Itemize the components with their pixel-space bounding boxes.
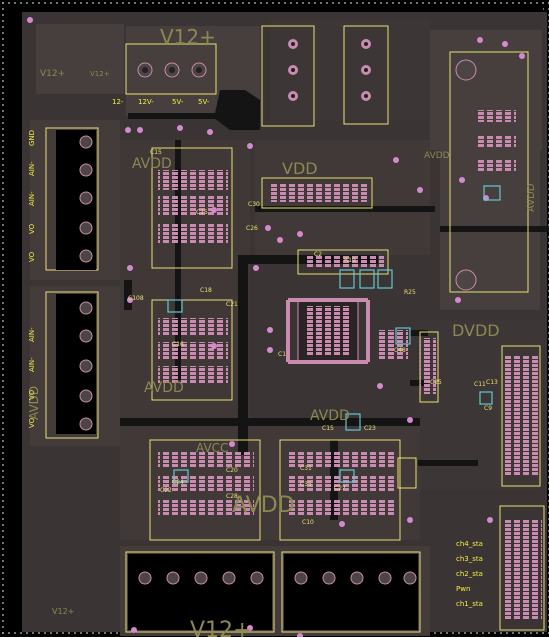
status-label: ch1_sta bbox=[456, 600, 483, 608]
pin-label: AIN- bbox=[28, 191, 36, 206]
ic-qfn-main[interactable] bbox=[286, 298, 370, 364]
net-avdd-center: AVDD bbox=[232, 493, 295, 518]
status-label: ch3_sta bbox=[456, 555, 483, 563]
pin-label: AIN- bbox=[28, 327, 36, 342]
rail-label: 12- bbox=[112, 98, 124, 106]
net-avcc-left: AVCC bbox=[196, 441, 228, 455]
refdes: C35 bbox=[300, 481, 312, 488]
refdes: C48 bbox=[394, 347, 406, 354]
board-edge-top bbox=[0, 0, 549, 7]
pin-label: GND bbox=[28, 130, 36, 146]
net-dvdd-right: DVDD bbox=[452, 321, 500, 340]
status-labels: ch4_sta ch3_sta ch2_sta Pwn ch1_sta bbox=[456, 540, 483, 608]
connector-bottom-left[interactable] bbox=[128, 554, 272, 630]
connector-top-middle[interactable] bbox=[288, 39, 371, 101]
refdes: C10 bbox=[302, 519, 314, 526]
refdes: C22 bbox=[160, 487, 172, 494]
refdes: C20 bbox=[226, 467, 238, 474]
refdes: C1 bbox=[278, 351, 286, 358]
rail-label: 5V- bbox=[172, 98, 184, 106]
refdes: C16 bbox=[172, 341, 184, 348]
connector-top-right[interactable] bbox=[455, 59, 477, 291]
net-vdd-right: VDD bbox=[282, 159, 318, 178]
net-avdd-mid: AVDD bbox=[132, 156, 172, 172]
pin-label: VO bbox=[28, 251, 36, 262]
refdes: C26 bbox=[246, 225, 258, 232]
refdes: C15 bbox=[196, 209, 208, 216]
status-label: ch4_sta bbox=[456, 540, 483, 548]
silkscreen-outlines bbox=[45, 25, 545, 633]
pin-label: AIN- bbox=[28, 357, 36, 372]
refdes: C23 bbox=[364, 425, 376, 432]
net-avdd-top-right: AVDD bbox=[424, 151, 450, 161]
refdes: C15 bbox=[322, 425, 334, 432]
pin-label: AIN- bbox=[28, 161, 36, 176]
refdes-labels: C15 C30 C26 C15 C18 C21 C13 C9 C1 C2 R25… bbox=[128, 149, 498, 526]
refdes: C18 bbox=[200, 287, 212, 294]
net-v12-bottom: V12+ bbox=[190, 618, 251, 637]
pin-label: VO bbox=[28, 389, 36, 400]
refdes: C2 bbox=[314, 251, 322, 258]
rail-label: 5V- bbox=[198, 98, 210, 106]
net-labels: V12+ V12+ V12+ VDD AVDD AVDD AVDD AVDD A… bbox=[27, 25, 537, 637]
connector-bottom-right[interactable] bbox=[284, 554, 418, 630]
pin-label: VO bbox=[28, 223, 36, 234]
status-label: Pwn bbox=[456, 585, 470, 593]
refdes: C28 bbox=[226, 493, 238, 500]
connector-left-upper[interactable] bbox=[56, 130, 96, 270]
connector-top-v12[interactable] bbox=[137, 62, 207, 78]
pad-clusters bbox=[158, 110, 542, 620]
cyan-parts bbox=[167, 185, 501, 483]
status-label: ch2_sta bbox=[456, 570, 483, 578]
vias bbox=[27, 17, 525, 637]
net-v12-top: V12+ bbox=[160, 25, 216, 49]
rail-label: 12V- bbox=[138, 98, 154, 106]
refdes: C25 bbox=[430, 379, 442, 386]
net-avdd-lower: AVDD bbox=[144, 380, 184, 396]
refdes: C24 bbox=[172, 479, 184, 486]
refdes: R25 bbox=[404, 289, 416, 296]
refdes: C27 bbox=[334, 485, 346, 492]
net-v12-bottom-mid: V12+ bbox=[52, 607, 74, 616]
net-v12-small: V12+ bbox=[90, 70, 110, 78]
net-avdd-left-mid: AVDD bbox=[310, 408, 350, 424]
connector-pin-labels-upper: GND AIN- AIN- VO VO bbox=[28, 130, 36, 262]
refdes: C31 bbox=[300, 465, 312, 472]
refdes: R19 bbox=[344, 257, 356, 264]
net-avdd-far-right: AVDD bbox=[526, 183, 537, 212]
refdes: C108 bbox=[128, 295, 144, 302]
connector-pin-labels-lower: AIN- AIN- VO VO bbox=[28, 327, 36, 428]
pin-label: VO bbox=[28, 417, 36, 428]
rail-labels: 12- 12V- 5V- 5V- bbox=[112, 98, 210, 106]
net-v12-left: V12+ bbox=[40, 69, 65, 79]
connector-left-lower[interactable] bbox=[56, 294, 96, 434]
refdes: C30 bbox=[248, 201, 260, 208]
refdes: C13 bbox=[486, 379, 498, 386]
net-avdd-vert: AVDD bbox=[27, 386, 41, 420]
board-edge-left bbox=[0, 0, 7, 637]
refdes: C9 bbox=[484, 405, 492, 412]
refdes: C15 bbox=[150, 149, 162, 156]
refdes: C11 bbox=[474, 381, 486, 388]
refdes: C21 bbox=[226, 301, 238, 308]
